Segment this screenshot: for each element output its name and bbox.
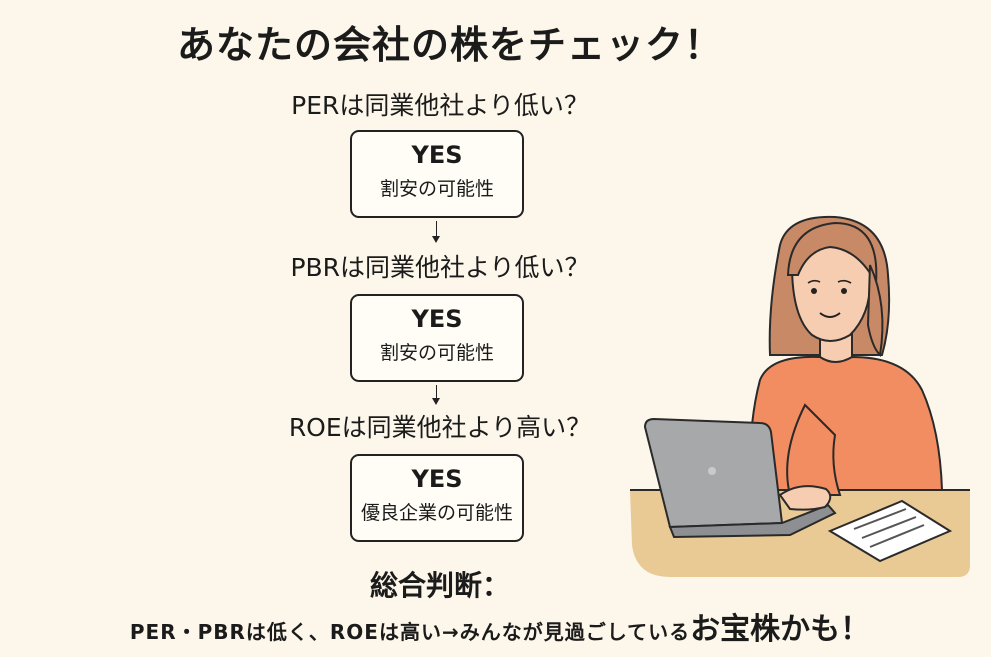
conclusion-emphasis: お宝株かも！: [690, 612, 871, 647]
answer-yes-label: YES: [411, 465, 463, 493]
paper: [827, 499, 953, 563]
answer-yes-label: YES: [411, 305, 463, 333]
conclusion-line: PER・PBRは低く、ROEは高い→みんなが見過ごしているお宝株かも！: [50, 604, 950, 648]
summary-heading: 総合判断：: [369, 569, 510, 602]
woman-laptop-illustration: [630, 215, 970, 577]
question-pbr: PBRは同業他社より低い？: [290, 253, 590, 282]
question-roe: ROEは同業他社より高い？: [288, 413, 592, 442]
arrow-down-icon: [432, 385, 440, 405]
answer-yes-label: YES: [411, 141, 463, 169]
answer-box-pbr: YES 割安の可能性: [350, 294, 524, 382]
question-per: PERは同業他社より低い？: [291, 91, 589, 120]
arrow-down-icon: [432, 221, 440, 243]
answer-note: 割安の可能性: [379, 178, 494, 200]
page-title: あなたの会社の株をチェック！: [176, 23, 723, 67]
sweater: [748, 355, 944, 491]
answer-note: 割安の可能性: [379, 342, 494, 364]
conclusion-text: PER・PBRは低く、ROEは高い→みんなが見過ごしている: [129, 620, 691, 644]
answer-note: 優良企業の可能性: [360, 502, 513, 524]
laptop-base: [668, 503, 837, 539]
hand: [778, 485, 832, 511]
answer-box-per: YES 割安の可能性: [350, 130, 524, 218]
answer-box-roe: YES 優良企業の可能性: [350, 454, 524, 542]
